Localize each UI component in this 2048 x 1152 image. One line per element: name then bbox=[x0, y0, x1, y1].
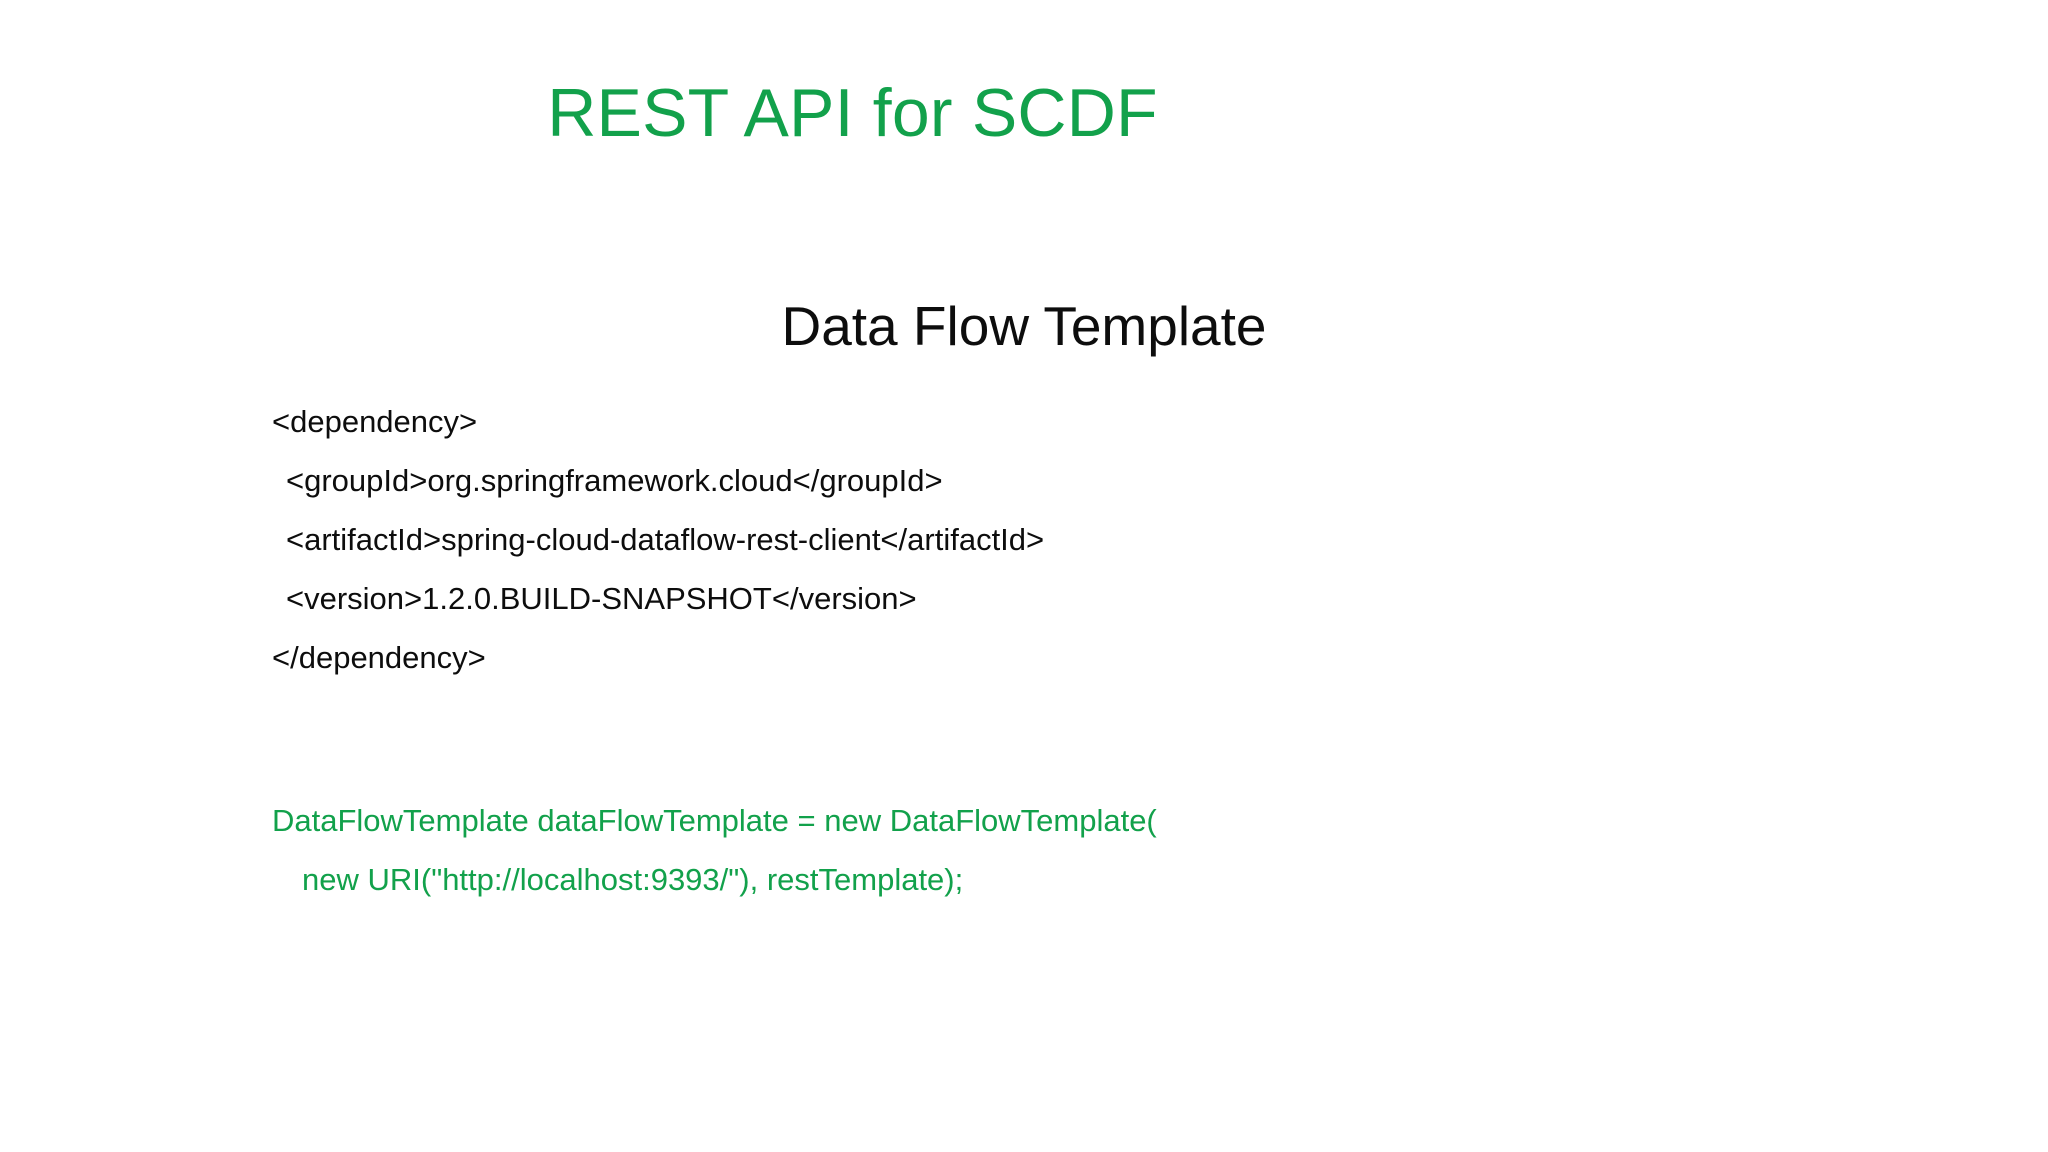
code-line: <dependency> bbox=[272, 404, 478, 439]
java-dataflowtemplate-snippet: DataFlowTemplate dataFlowTemplate = new … bbox=[272, 791, 1872, 909]
code-line: DataFlowTemplate dataFlowTemplate = new … bbox=[272, 803, 1157, 838]
code-line: new URI("http://localhost:9393/"), restT… bbox=[302, 862, 964, 897]
code-line: </dependency> bbox=[272, 640, 486, 675]
xml-dependency-snippet: <dependency> <groupId>org.springframewor… bbox=[272, 392, 1872, 687]
section-heading: Data Flow Template bbox=[781, 295, 1267, 357]
code-spacer bbox=[272, 687, 1872, 791]
code-area: <dependency> <groupId>org.springframewor… bbox=[272, 392, 1872, 909]
code-line: <version>1.2.0.BUILD-SNAPSHOT</version> bbox=[286, 581, 917, 616]
code-line: <artifactId>spring-cloud-dataflow-rest-c… bbox=[286, 522, 1045, 557]
code-line: <groupId>org.springframework.cloud</grou… bbox=[286, 463, 943, 498]
page-title: REST API for SCDF bbox=[547, 75, 1158, 151]
